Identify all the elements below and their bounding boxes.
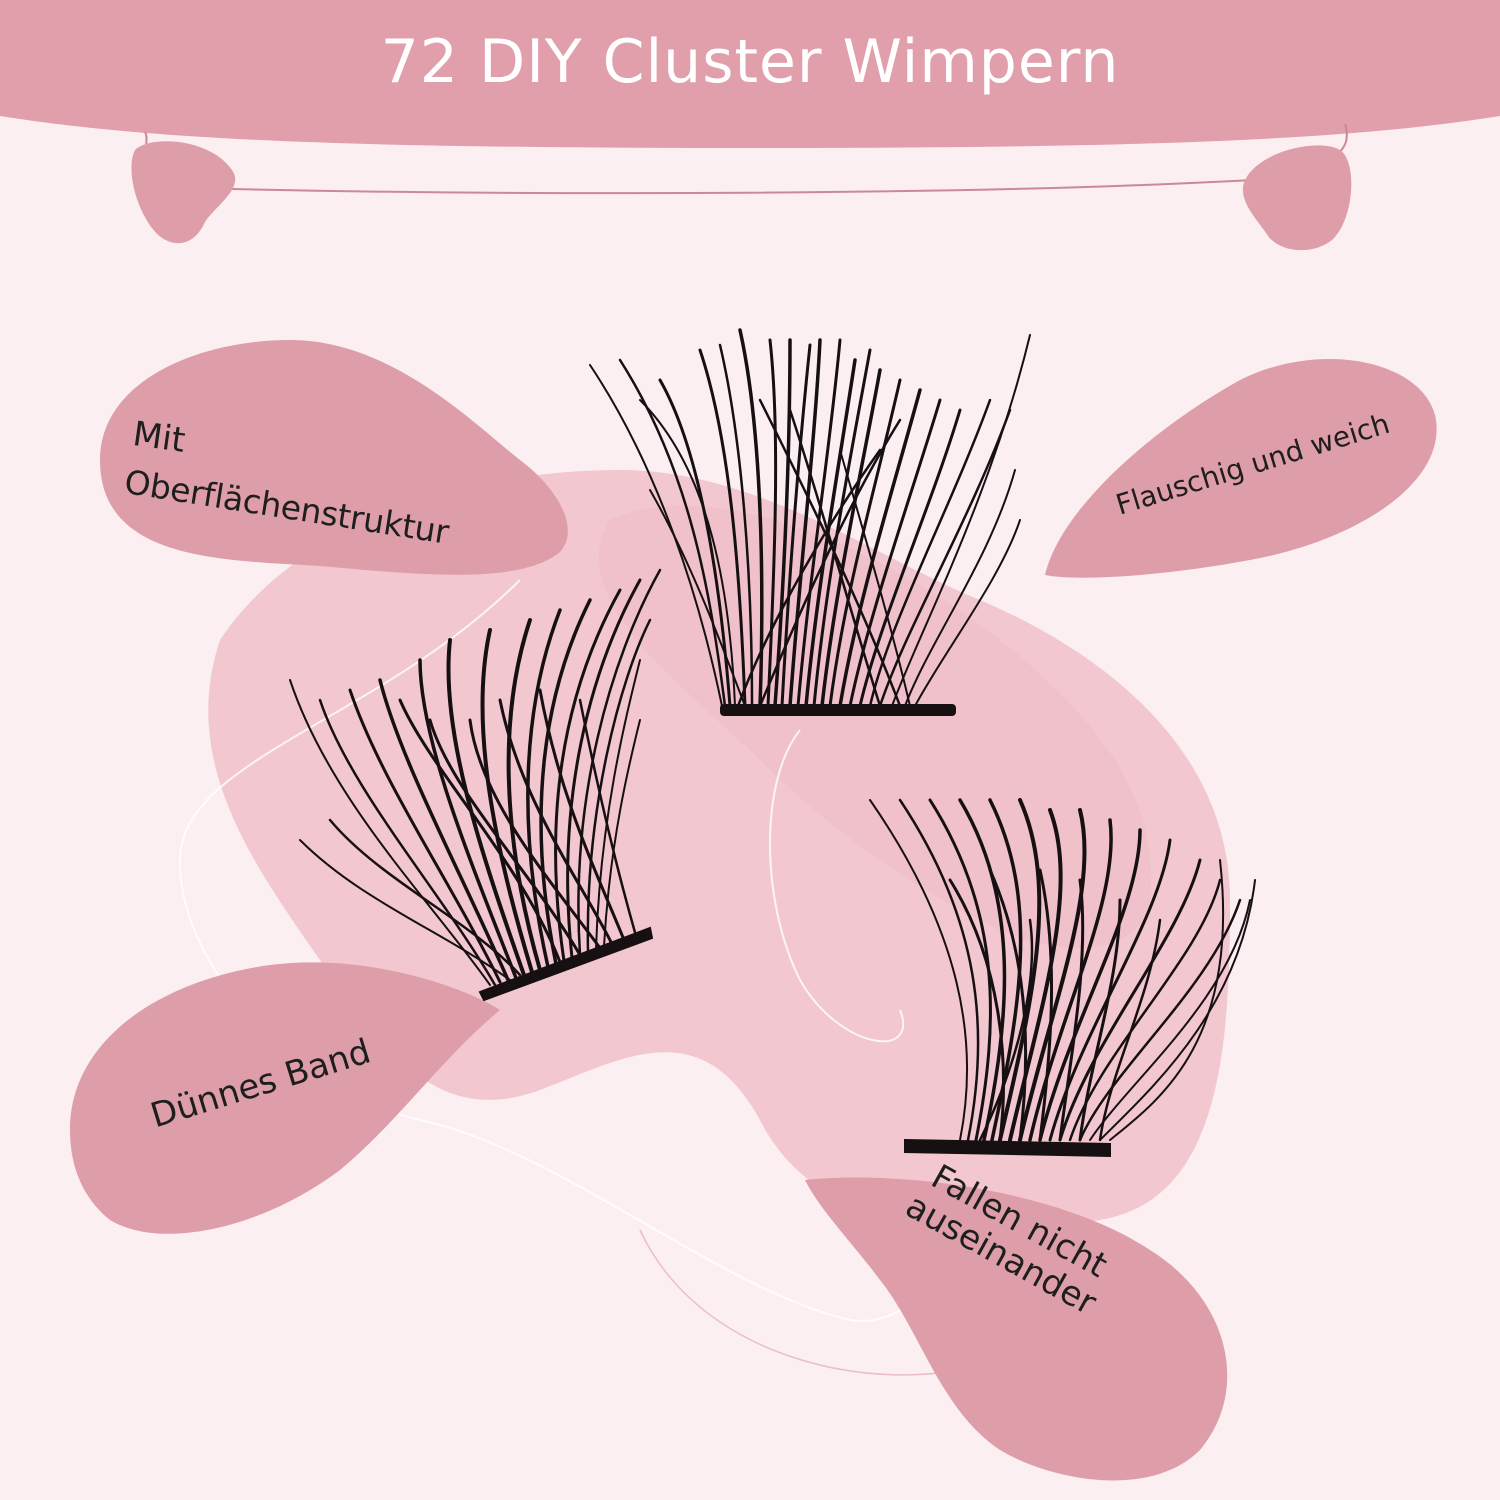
lash-cluster-right	[869, 798, 1256, 1158]
callout-blob-fallen	[805, 1177, 1228, 1481]
callout-blob-band	[70, 962, 500, 1234]
thin-line-right	[769, 729, 904, 1043]
banner-tag-right	[1242, 145, 1352, 251]
header-banner	[0, 0, 1500, 148]
page-title: 72 DIY Cluster Wimpern	[380, 27, 1120, 97]
callout-blob-surface	[100, 340, 568, 575]
callout-blob-fluffy	[1045, 358, 1437, 578]
banner-tag-left	[131, 141, 236, 244]
lash-cluster-left	[289, 568, 662, 1002]
background-blob-inner	[598, 505, 1152, 948]
lash-cluster-top	[589, 328, 1031, 716]
callout-surface-line1: Mit	[130, 414, 188, 461]
